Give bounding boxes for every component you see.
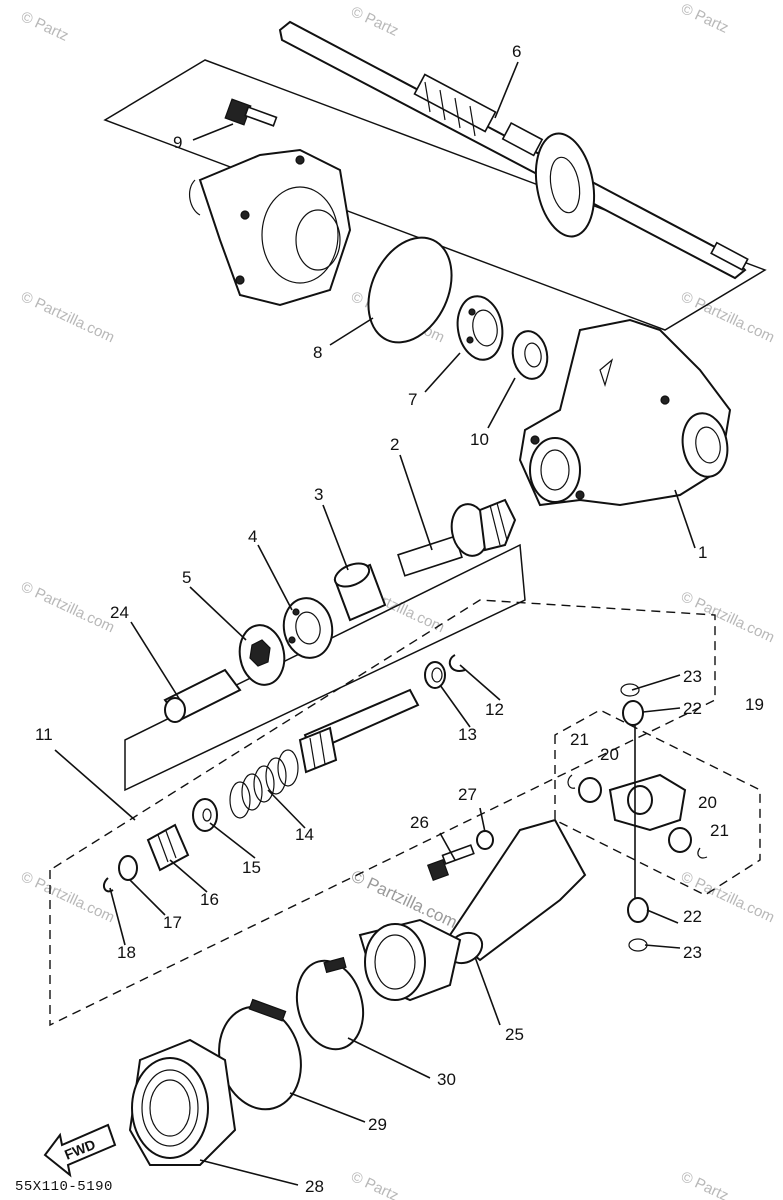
boot-clamp-small	[295, 956, 365, 1051]
callout-1: 1	[698, 543, 707, 562]
forward-direction-arrow: FWD	[43, 1123, 117, 1178]
callout-11: 11	[35, 725, 53, 744]
watermark-text: © Partzilla.com	[18, 868, 117, 926]
callout-17: 17	[163, 913, 182, 932]
axle-bearing	[456, 295, 504, 361]
diagram-reference-code: 55X110-5190	[15, 1179, 113, 1195]
callout-23-bottom: 23	[683, 943, 702, 962]
callout-24: 24	[110, 603, 129, 622]
final-gear-case	[518, 318, 732, 507]
bearing-cup	[668, 827, 692, 853]
callout-5: 5	[182, 568, 191, 587]
bearing-cup	[622, 700, 644, 726]
bearing-housing	[188, 148, 352, 307]
callout-20-left: 20	[600, 745, 619, 764]
housing-bolt	[426, 844, 475, 882]
callout-9: 9	[173, 133, 182, 152]
o-ring	[367, 236, 453, 344]
watermark-text: © Partzilla.com	[678, 588, 777, 646]
snap-ring	[697, 847, 708, 859]
callout-23-top: 23	[683, 667, 702, 686]
gear-group-box	[124, 543, 526, 792]
bearing-collar	[333, 562, 387, 622]
callout-4: 4	[248, 527, 257, 546]
rear-axle-shaft	[278, 20, 749, 280]
callout-16: 16	[200, 890, 219, 909]
oil-seal	[511, 330, 549, 380]
callout-18: 18	[117, 943, 136, 962]
callout-22-top: 22	[683, 699, 702, 718]
callout-22-bottom: 22	[683, 907, 702, 926]
lock-washer	[476, 830, 494, 850]
thrust-washer	[424, 661, 446, 689]
callout-14: 14	[295, 825, 314, 844]
boot-clamp-large	[218, 998, 302, 1111]
universal-joint-yoke	[608, 720, 687, 900]
callout-12: 12	[485, 700, 504, 719]
washer	[628, 938, 648, 952]
spacer-collar	[163, 668, 242, 723]
retaining-clip	[102, 877, 114, 893]
bearing-cup	[578, 777, 602, 803]
callout-10: 10	[470, 430, 489, 449]
washer	[620, 683, 640, 697]
callout-8: 8	[313, 343, 322, 362]
callout-15: 15	[242, 858, 261, 877]
coupling-shaft	[298, 688, 420, 774]
bearing-cup	[627, 897, 649, 923]
watermark-text: © Partzilla.com	[18, 288, 117, 346]
watermark-layer: © Partz © Partz © Partz © Partzilla.com …	[18, 0, 777, 1200]
pinion-bearing	[282, 597, 334, 659]
circlip	[448, 654, 466, 672]
callout-13: 13	[458, 725, 477, 744]
snap-ring	[567, 774, 576, 789]
callout-27: 27	[458, 785, 477, 804]
watermark-text: © Partz	[18, 8, 71, 45]
callout-29: 29	[368, 1115, 387, 1134]
callout-25: 25	[505, 1025, 524, 1044]
bushing	[118, 855, 138, 881]
pinion-gear	[397, 498, 517, 577]
drive-shaft-housing	[358, 818, 587, 1002]
coupling-gear	[146, 823, 190, 872]
watermark-text: © Partzilla.com	[18, 578, 117, 636]
coupling-subassembly-box	[49, 599, 716, 1027]
callout-28: 28	[305, 1177, 324, 1196]
watermark-text: © Partz	[348, 1168, 401, 1200]
mounting-bolt	[224, 98, 278, 127]
watermark-text: © Partz	[678, 0, 731, 37]
universal-joint-box	[554, 709, 761, 896]
callout-6: 6	[512, 42, 521, 61]
callout-30: 30	[437, 1070, 456, 1089]
watermark-text: © Partz	[678, 1168, 731, 1200]
callout-19: 19	[745, 695, 764, 714]
callout-7: 7	[408, 390, 417, 409]
pinion-nut	[238, 624, 286, 686]
callout-2: 2	[390, 435, 399, 454]
dust-boot	[128, 1038, 237, 1166]
callout-21-right: 21	[710, 821, 729, 840]
watermark-text: © Partzilla.com	[678, 288, 777, 346]
watermark-text: © Partz	[348, 3, 401, 40]
callout-20-right: 20	[698, 793, 717, 812]
compression-spring	[229, 749, 299, 819]
callout-labels: 6 9 8 7 10 2 3 4 1 5 24 12 13 11 14 15 1…	[15, 42, 764, 1196]
leader-lines	[54, 61, 696, 1186]
callout-26: 26	[410, 813, 429, 832]
callout-3: 3	[314, 485, 323, 504]
callout-21-left: 21	[570, 730, 589, 749]
